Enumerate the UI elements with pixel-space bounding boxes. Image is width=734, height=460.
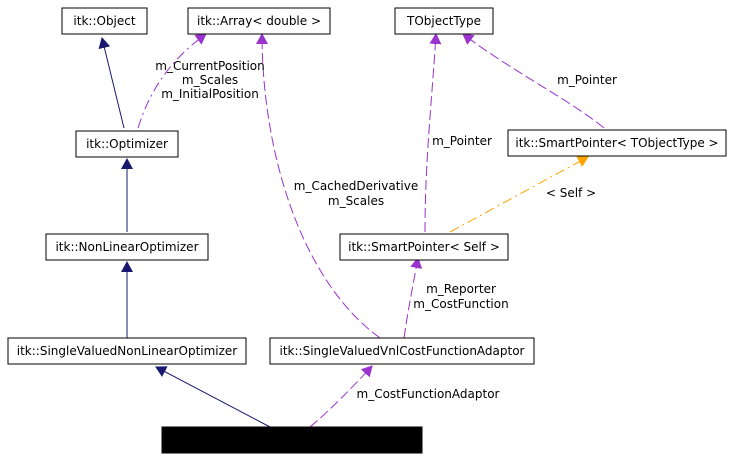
node-itk-smartpointer-self[interactable]: itk::SmartPointer< Self > bbox=[339, 233, 509, 261]
edge-adaptor-to-array bbox=[256, 33, 381, 339]
node-itk-smartpointer-tobjecttype[interactable]: itk::SmartPointer< TObjectType > bbox=[507, 129, 727, 157]
edge-label-reporter: m_Reporter bbox=[426, 282, 496, 296]
edge-labels: m_CurrentPosition m_Scales m_InitialPosi… bbox=[155, 59, 617, 401]
edge-label-self: < Self > bbox=[546, 186, 596, 200]
edge-optimizer-to-array bbox=[137, 33, 207, 129]
edge-label-cached-derivative: m_CachedDerivative bbox=[294, 179, 419, 193]
node-itk-nonlinearoptimizer[interactable]: itk::NonLinearOptimizer bbox=[45, 233, 209, 261]
node-itk-array-double[interactable]: itk::Array< double > bbox=[187, 7, 331, 35]
edge-adaptor-to-sp-self bbox=[403, 257, 423, 339]
edge-optimizer-to-object bbox=[98, 37, 125, 129]
edge-vnl-to-adaptor bbox=[309, 365, 373, 428]
edge-label-scales: m_Scales bbox=[182, 73, 238, 87]
node-label: itk::SingleValuedVnlCostFunctionAdaptor bbox=[280, 344, 525, 358]
node-itk-singlevaluednonlinearvnloptimizer[interactable]: itk::SingleValuedNonLinearVnlOptimizer bbox=[161, 426, 423, 454]
edge-label-initial-position: m_InitialPosition bbox=[161, 87, 259, 101]
edge-label-pointer: m_Pointer bbox=[432, 134, 492, 148]
node-label: TObjectType bbox=[406, 14, 481, 28]
node-itk-singlevaluednonlinearoptimizer[interactable]: itk::SingleValuedNonLinearOptimizer bbox=[7, 337, 247, 365]
node-label: itk::SingleValuedNonLinearVnlOptimizer bbox=[172, 433, 412, 447]
edge-label-cost-function: m_CostFunction bbox=[413, 297, 508, 311]
node-itk-singlevaluedvnlcostfunctionadaptor[interactable]: itk::SingleValuedVnlCostFunctionAdaptor bbox=[269, 337, 535, 365]
node-itk-optimizer[interactable]: itk::Optimizer bbox=[75, 130, 179, 158]
edge-sp-t-to-tobjecttype bbox=[462, 33, 605, 129]
node-label: itk::Array< double > bbox=[197, 14, 321, 28]
node-label: itk::Object bbox=[73, 14, 135, 28]
node-itk-object[interactable]: itk::Object bbox=[61, 7, 148, 35]
edge-sp-self-to-sp-t bbox=[449, 156, 589, 233]
edge-label-scales: m_Scales bbox=[328, 194, 384, 208]
node-label: itk::NonLinearOptimizer bbox=[55, 240, 198, 254]
edge-sp-self-to-tobjecttype bbox=[424, 33, 442, 233]
node-label: itk::Optimizer bbox=[86, 137, 168, 151]
edge-vnl-to-singlevalued bbox=[155, 366, 271, 428]
nodes: itk::Object itk::Array< double > TObject… bbox=[7, 7, 727, 454]
edge-label-current-position: m_CurrentPosition bbox=[155, 59, 264, 73]
node-label: itk::SmartPointer< TObjectType > bbox=[515, 136, 718, 150]
edge-label-cost-function-adaptor: m_CostFunctionAdaptor bbox=[357, 387, 500, 401]
node-tobjecttype[interactable]: TObjectType bbox=[394, 7, 494, 35]
edge-label-pointer: m_Pointer bbox=[557, 73, 617, 87]
node-label: itk::SmartPointer< Self > bbox=[348, 240, 500, 254]
node-label: itk::SingleValuedNonLinearOptimizer bbox=[17, 344, 238, 358]
edges bbox=[98, 33, 605, 428]
